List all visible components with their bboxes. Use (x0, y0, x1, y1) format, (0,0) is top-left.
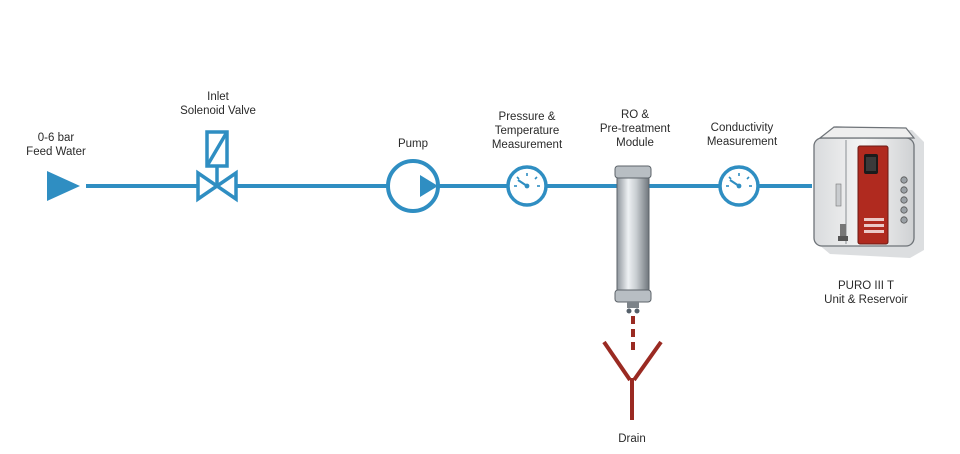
solenoid-valve-icon (196, 130, 238, 203)
pressure-label-line3: Measurement (491, 139, 563, 151)
conductivity-label-line1: Conductivity (710, 122, 774, 134)
puro-unit-icon (813, 126, 924, 258)
pressure-gauge-icon (506, 165, 548, 207)
feed-water-label-line2: Feed Water (26, 146, 86, 158)
drain-icon (602, 340, 663, 420)
feed-water-label: 0-6 bar Feed Water (22, 131, 90, 159)
conductivity-gauge-icon (718, 165, 760, 207)
ro-module-label: RO & Pre-treatment Module (590, 108, 680, 150)
ro-label-line2: Pre-treatment (599, 123, 671, 135)
solenoid-valve-label: Inlet Solenoid Valve (167, 90, 269, 118)
pressure-label-line2: Temperature (494, 125, 560, 137)
pump-icon (386, 159, 440, 213)
pump-label-line1: Pump (397, 138, 429, 150)
puro-unit-label-line2: Unit & Reservoir (824, 294, 908, 306)
ro-module-icon (614, 165, 652, 314)
conductivity-label-line2: Measurement (706, 136, 778, 148)
ro-label-line1: RO & (620, 109, 650, 121)
drain-label-line1: Drain (618, 433, 646, 445)
feed-arrow-icon (47, 171, 80, 201)
feed-water-label-line1: 0-6 bar (37, 132, 75, 144)
drain-label: Drain (602, 432, 662, 446)
puro-unit-label-line1: PURO III T (837, 280, 895, 292)
pump-label: Pump (383, 137, 443, 151)
pressure-label-line1: Pressure & (498, 111, 556, 123)
conductivity-label: Conductivity Measurement (694, 121, 790, 149)
solenoid-valve-label-line1: Inlet (207, 91, 229, 103)
ro-label-line3: Module (616, 137, 654, 149)
pressure-temperature-label: Pressure & Temperature Measurement (482, 110, 572, 152)
solenoid-valve-label-line2: Solenoid Valve (180, 105, 256, 117)
puro-unit-label: PURO III T Unit & Reservoir (812, 279, 920, 307)
